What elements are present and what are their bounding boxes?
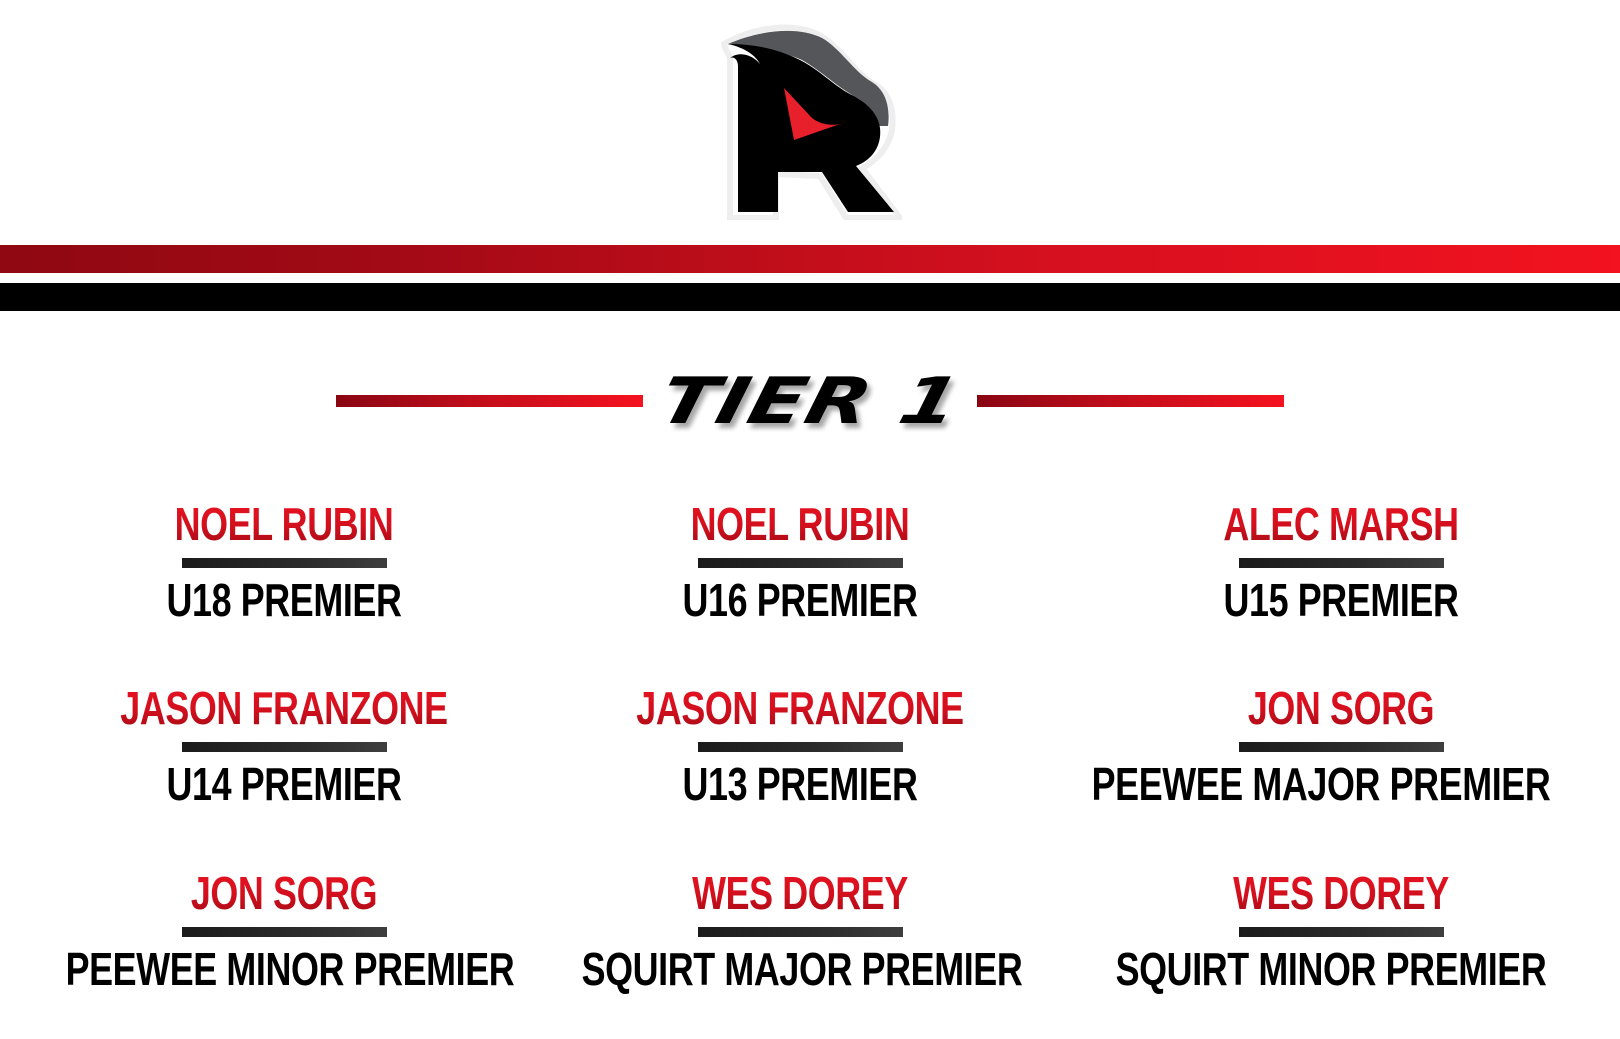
team-label: SQUIRT MAJOR PREMIER [581,943,1023,995]
coach-name: JON SORG [1123,680,1560,736]
coach-divider [1238,742,1444,752]
coach-card: NOEL RUBIN U18 PREMIER [4,496,564,628]
header-stripe-black [0,283,1620,311]
coach-name: JASON FRANZONE [66,680,503,736]
coach-card: ALEC MARSH U15 PREMIER [1061,496,1620,628]
title-rule-right [977,395,1284,407]
coach-name: JASON FRANZONE [582,680,1019,736]
coach-card: JASON FRANZONE U14 PREMIER [4,680,564,812]
coach-divider [697,558,903,568]
coach-divider [697,742,903,752]
team-label: U18 PREMIER [166,574,402,626]
coach-card: JASON FRANZONE U13 PREMIER [520,680,1080,812]
title-rule-left [336,395,643,407]
header-stripe-red [0,245,1620,273]
team-label: U13 PREMIER [682,758,918,810]
coach-name: NOEL RUBIN [66,496,503,552]
coach-name: JON SORG [66,865,503,921]
team-label: U15 PREMIER [1223,574,1459,626]
coach-divider [181,558,387,568]
coach-card: JON SORG PEEWEE MINOR PREMIER [4,865,564,997]
coach-name: NOEL RUBIN [582,496,1019,552]
coach-divider [697,927,903,937]
coach-divider [181,927,387,937]
team-logo-icon [720,24,902,220]
team-label: PEEWEE MAJOR PREMIER [1091,758,1551,810]
coach-card: WES DOREY SQUIRT MINOR PREMIER [1061,865,1620,997]
coach-name: WES DOREY [582,865,1019,921]
coach-card: JON SORG PEEWEE MAJOR PREMIER [1061,680,1620,812]
coach-divider [1238,558,1444,568]
team-label: U16 PREMIER [682,574,918,626]
coach-divider [1238,927,1444,937]
coach-divider [181,742,387,752]
coach-name: WES DOREY [1123,865,1560,921]
coach-name: ALEC MARSH [1123,496,1560,552]
team-label: SQUIRT MINOR PREMIER [1115,943,1547,995]
coach-card: WES DOREY SQUIRT MAJOR PREMIER [520,865,1080,997]
team-label: PEEWEE MINOR PREMIER [65,943,515,995]
coach-card: NOEL RUBIN U16 PREMIER [520,496,1080,628]
team-label: U14 PREMIER [166,758,402,810]
